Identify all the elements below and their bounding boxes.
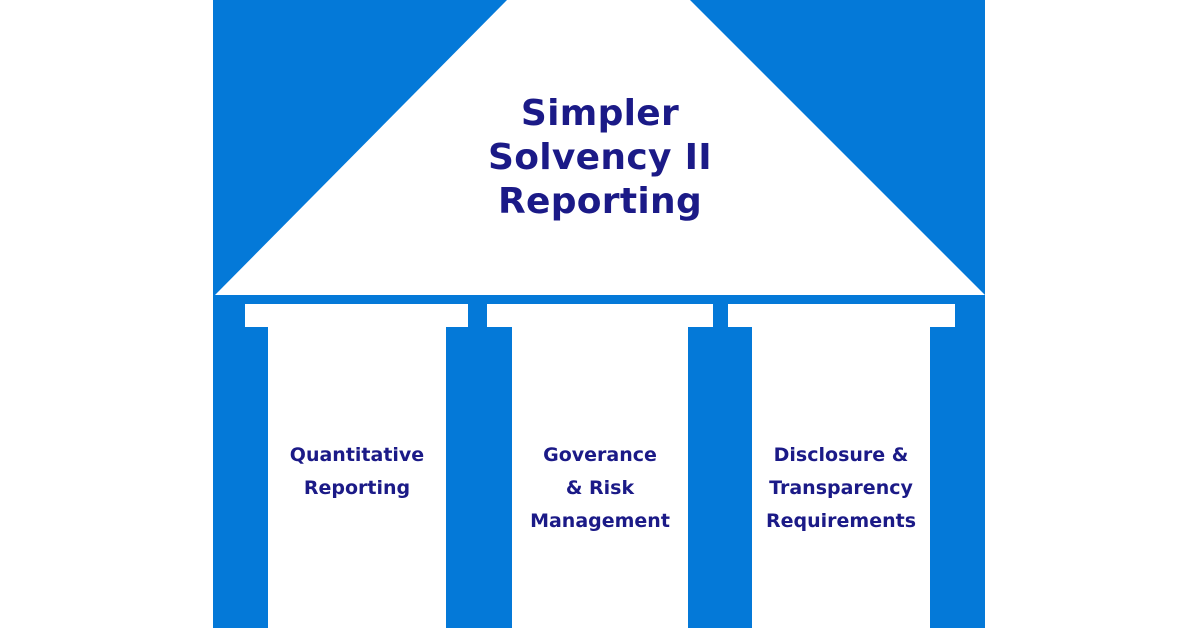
pillar-1-shaft bbox=[268, 327, 446, 628]
diagram-title: Simpler Solvency II Reporting bbox=[440, 92, 760, 224]
pillar-2-label: Goverance & Risk Management bbox=[530, 444, 670, 532]
title-line-1: Simpler bbox=[520, 93, 680, 134]
pillar-1-label: Quantitative Reporting bbox=[289, 444, 425, 499]
pillar-3-shaft bbox=[752, 327, 930, 628]
title-line-2: Solvency II bbox=[488, 137, 712, 178]
pillar-3-label: Disclosure & Transparency Requirements bbox=[765, 444, 916, 532]
pillar-1-capital bbox=[245, 304, 468, 327]
pillar-2-shaft bbox=[512, 327, 688, 628]
title-line-3: Reporting bbox=[497, 181, 703, 222]
pillar-3-capital bbox=[728, 304, 955, 327]
pillar-2-capital bbox=[487, 304, 713, 327]
